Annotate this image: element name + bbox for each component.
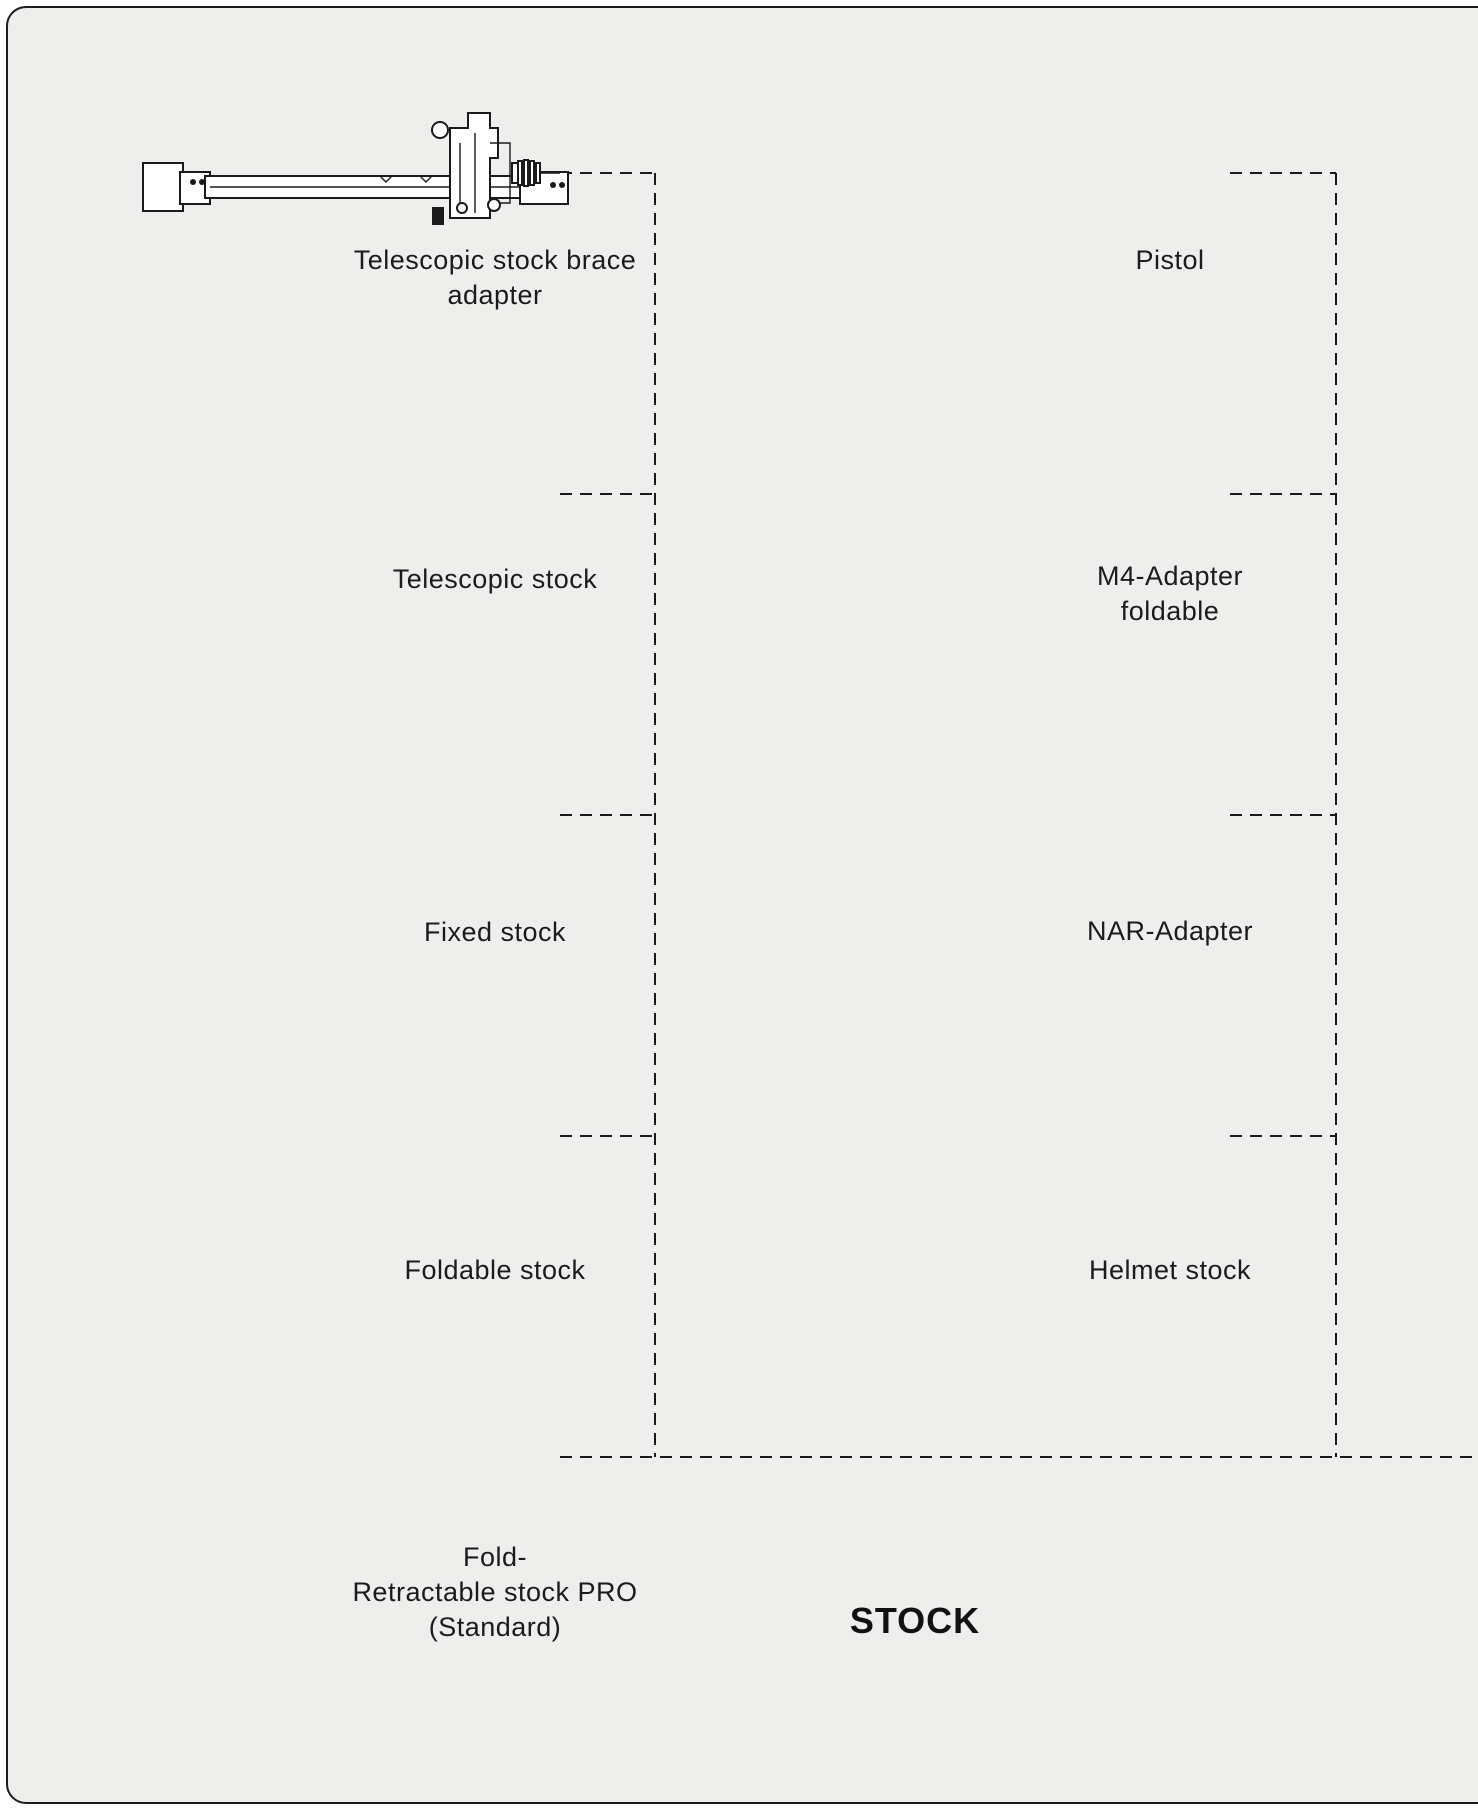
label-fold-retractable-stock: Fold- Retractable stock PRO (Standard) [352, 1542, 638, 1642]
label-foldable-stock: Foldable stock [404, 1255, 586, 1285]
label-fixed-stock: Fixed stock [423, 917, 567, 947]
label-helmet-stock: Helmet stock [1088, 1255, 1252, 1285]
telescopic-brace-adapter-drawing [142, 112, 569, 225]
label-telescopic-brace-adapter: Telescopic stock brace adapter [353, 245, 637, 310]
diagram-panel [6, 6, 1478, 1804]
label-telescopic-stock: Telescopic stock [392, 564, 598, 594]
label-m4-adapter: M4-Adapter foldable [1096, 561, 1244, 626]
label-pistol: Pistol [1135, 245, 1205, 275]
section-title: STOCK [849, 1600, 981, 1641]
label-nar-adapter: NAR-Adapter [1086, 916, 1254, 946]
connector-lines [560, 172, 1478, 1458]
